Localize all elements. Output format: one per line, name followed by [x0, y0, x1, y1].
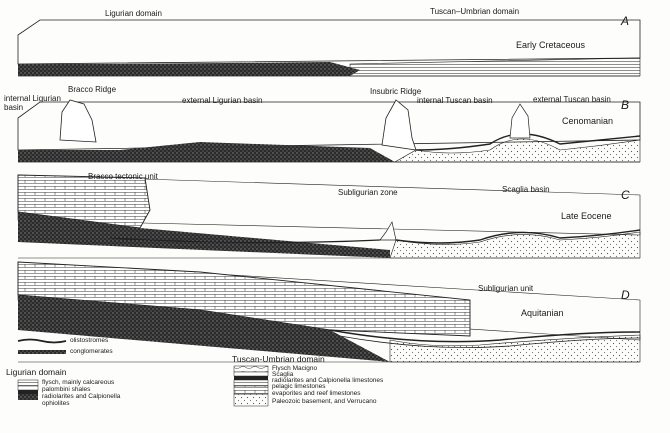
- label-subligurian-unit: Subligurian unit: [478, 284, 534, 293]
- domain-label-ligurian: Ligurian domain: [105, 9, 162, 18]
- label-basin: basin: [4, 103, 24, 112]
- label-internal-tuscan-basin: internal Tuscan basin: [417, 96, 493, 105]
- section-b-ophiolite-base: [18, 142, 395, 162]
- section-a-surface: [17, 19, 641, 65]
- stage-label-aquitanian: Aquitanian: [521, 308, 564, 318]
- legend-paleozoic-basement: Paleozoic basement, and Verrucano: [272, 398, 377, 405]
- label-internal-ligurian: internal Ligurian: [4, 94, 61, 103]
- legend-title-ligurian: Ligurian domain: [6, 367, 67, 377]
- legend-title-tuscan-umbrian: Tuscan-Umbrian domain: [232, 354, 325, 364]
- panel-letter-b: B: [621, 98, 630, 112]
- evaporites-swatch: [233, 385, 269, 395]
- legend-tuscan-radiolarites: radiolarites and Calpionella limestones: [272, 377, 384, 384]
- palombini-swatch: [17, 385, 39, 391]
- section-d-ophiolite-base: [18, 295, 390, 362]
- stage-label-cenomanian: Cenomanian: [562, 116, 614, 126]
- ligurian-radiolarites-swatch: [18, 390, 38, 394]
- label-subligurian-zone: Subligurian zone: [338, 188, 398, 197]
- label-bracco-ridge: Bracco Ridge: [68, 85, 117, 94]
- legend-ophiolites: ophiolites: [42, 400, 70, 407]
- section-c: [17, 174, 641, 259]
- ligurian-flysch-swatch: [17, 379, 39, 387]
- stage-label-late-eocene: Late Eocene: [561, 211, 612, 221]
- conglomerates-swatch: [18, 350, 66, 354]
- pelagic-limestones-swatch: [233, 379, 269, 387]
- bracco-ridge: [59, 99, 97, 143]
- panel-letter-a: A: [621, 14, 630, 28]
- olistostromes-swatch: [17, 338, 67, 344]
- tuscan-radiolarites-swatch: [234, 376, 268, 380]
- external-ridge-b: [509, 103, 531, 139]
- legend-olistostromes: olistostromes: [70, 337, 109, 344]
- basement-swatch: [233, 393, 269, 407]
- legend-ligurian-radiolarites: radiolarites and Calpionella: [42, 393, 121, 400]
- panel-letter-d: D: [621, 288, 630, 302]
- scaglia-basin: [389, 231, 641, 259]
- macigno-swatch: [233, 365, 269, 373]
- legend-evaporites: evaporites and reef limestones: [272, 390, 361, 397]
- stage-label-early-cretaceous: Early Cretaceous: [516, 40, 586, 50]
- label-external-ligurian-basin: external Ligurian basin: [182, 96, 263, 105]
- legend-flysch-calcareous: flysch, mainly calcareous: [42, 379, 115, 386]
- label-scaglia-basin: Scaglia basin: [502, 185, 550, 194]
- bracco-tectonic-unit: [17, 174, 151, 229]
- legend-conglomerates: conglomerates: [70, 348, 113, 355]
- section-d: [17, 261, 641, 363]
- legend-palombini-shales: palombini shales: [42, 386, 91, 393]
- insubric-ridge: [381, 99, 417, 151]
- section-c-ophiolite-base: [18, 212, 390, 258]
- label-insubric-ridge: Insubric Ridge: [370, 87, 422, 96]
- legend-flysch-macigno: Flysch Macigno: [272, 365, 318, 372]
- section-a-ophiolite-base: [18, 62, 360, 76]
- subligurian-zone: [379, 221, 397, 241]
- legend-swatches: [17, 338, 269, 407]
- legend-pelagic-limestones: pelagic limestones: [272, 383, 326, 390]
- label-external-tuscan-basin: external Tuscan basin: [533, 95, 611, 104]
- label-bracco-tectonic-unit: Bracco tectonic unit: [88, 172, 158, 181]
- section-b: [17, 99, 641, 163]
- domain-label-tuscan-umbrian: Tuscan–Umbrian domain: [430, 7, 520, 16]
- panel-letter-c: C: [621, 188, 630, 202]
- scaglia-swatch: [233, 371, 269, 377]
- section-a: [17, 19, 641, 77]
- ophiolites-swatch: [18, 394, 38, 400]
- section-d-tuscan-basin: [389, 334, 641, 363]
- section-b-tuscan-basins: [393, 138, 641, 163]
- legend-scaglia: Scaglia: [272, 371, 294, 378]
